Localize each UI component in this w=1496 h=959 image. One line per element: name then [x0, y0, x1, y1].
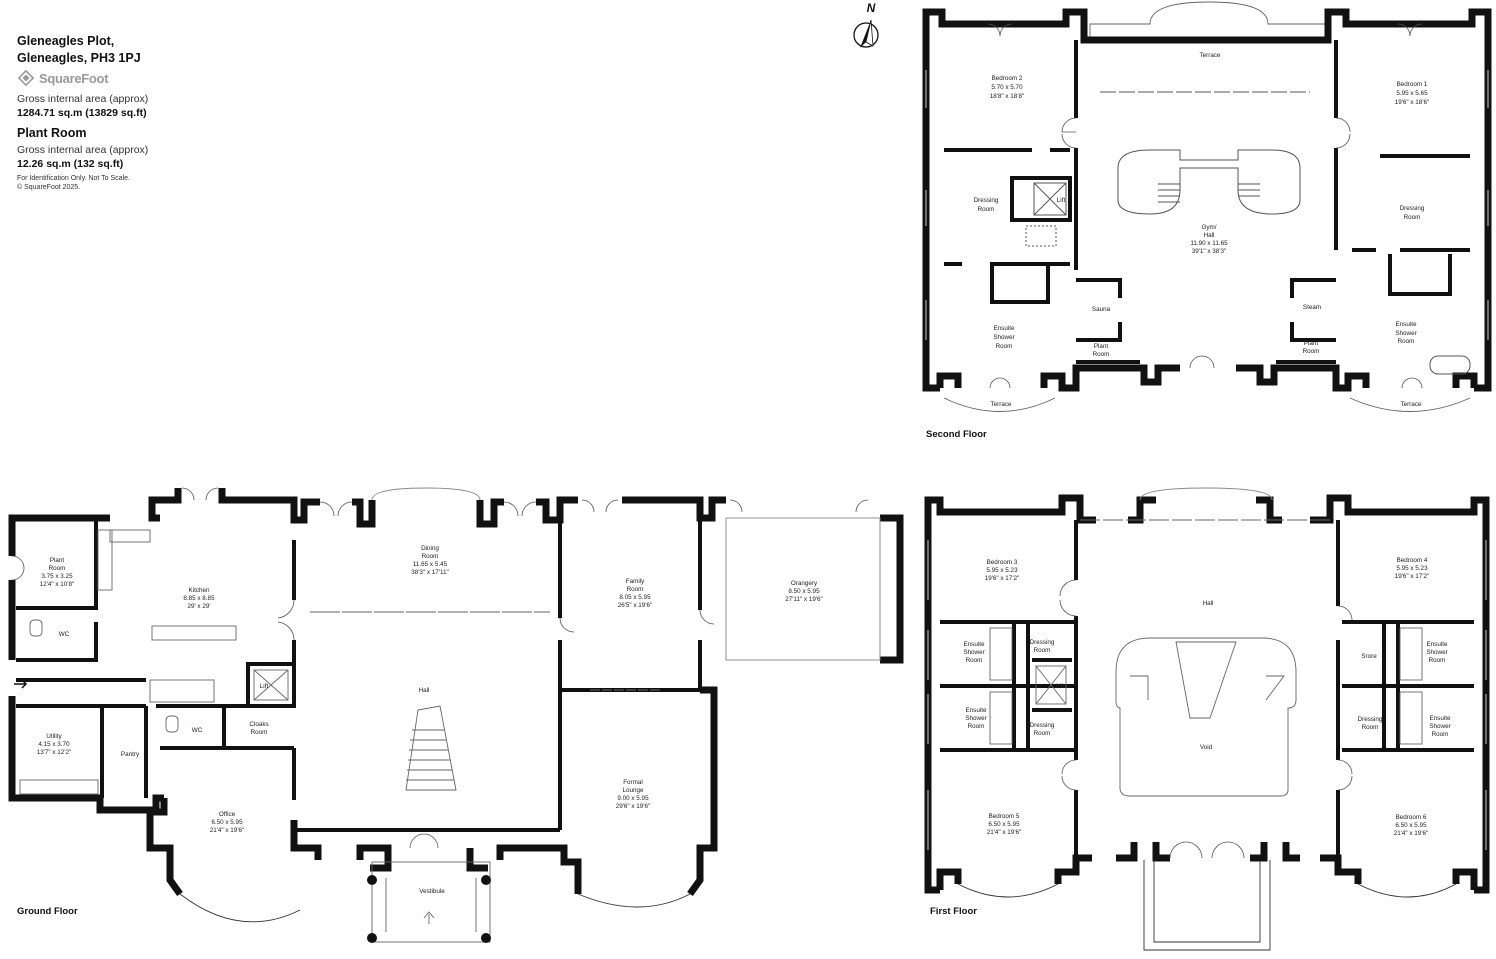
logo-text: SquareFoot — [39, 70, 109, 86]
ff-void-label: Void — [1200, 744, 1213, 751]
plant-gia-value: 12.26 sq.m (132 sq.ft) — [17, 158, 124, 170]
ground-floor-label: Ground Floor — [17, 906, 78, 917]
squarefoot-logo-icon — [17, 69, 35, 87]
plant-room-title: Plant Room — [17, 126, 87, 140]
gf-lift-label: Lift — [260, 683, 269, 690]
gf-wc1-label: WC — [59, 631, 70, 638]
north-compass-icon: N — [853, 1, 879, 48]
sf-steam-label: Steam — [1303, 304, 1321, 311]
ff-hall-label: Hall — [1203, 600, 1214, 607]
gia-value: 1284.71 sq.m (13829 sq.ft) — [17, 107, 147, 119]
sf-sauna-label: Sauna — [1092, 306, 1111, 313]
second-floor-label: Second Floor — [926, 429, 987, 440]
property-info: Gleneagles Plot, Gleneagles, PH3 1PJ Squ… — [17, 33, 148, 192]
gf-vestibule-label: Vestibule — [419, 888, 445, 895]
squarefoot-logo: SquareFoot — [17, 68, 148, 88]
ff-lift-label: Lift — [1056, 683, 1065, 690]
first-floor-label: First Floor — [930, 906, 977, 917]
gia-label: Gross internal area (approx) — [17, 93, 149, 105]
plant-gia-label: Gross internal area (approx) — [17, 144, 149, 156]
address-line-1: Gleneagles Plot, — [17, 34, 115, 48]
gf-wc2-label: WC — [192, 727, 203, 734]
gf-pantry-label: Pantry — [121, 751, 140, 758]
entrance-arrow-icon — [14, 679, 28, 689]
address-line-2: Gleneagles, PH3 1PJ — [17, 51, 141, 65]
copyright: © SquareFoot 2025. — [17, 184, 81, 191]
sf-lift-label: Lift — [1057, 197, 1066, 204]
sf-terrace-left-label: Terrace — [991, 401, 1012, 408]
compass-label: N — [867, 1, 876, 15]
sf-terrace-right-label: Terrace — [1401, 401, 1422, 408]
sf-terrace-top-label: Terrace — [1200, 52, 1221, 59]
ff-store-label: Srore — [1361, 653, 1377, 660]
gf-hall-label: Hall — [419, 687, 430, 694]
disclaimer: For Identification Only. Not To Scale. — [17, 175, 130, 182]
